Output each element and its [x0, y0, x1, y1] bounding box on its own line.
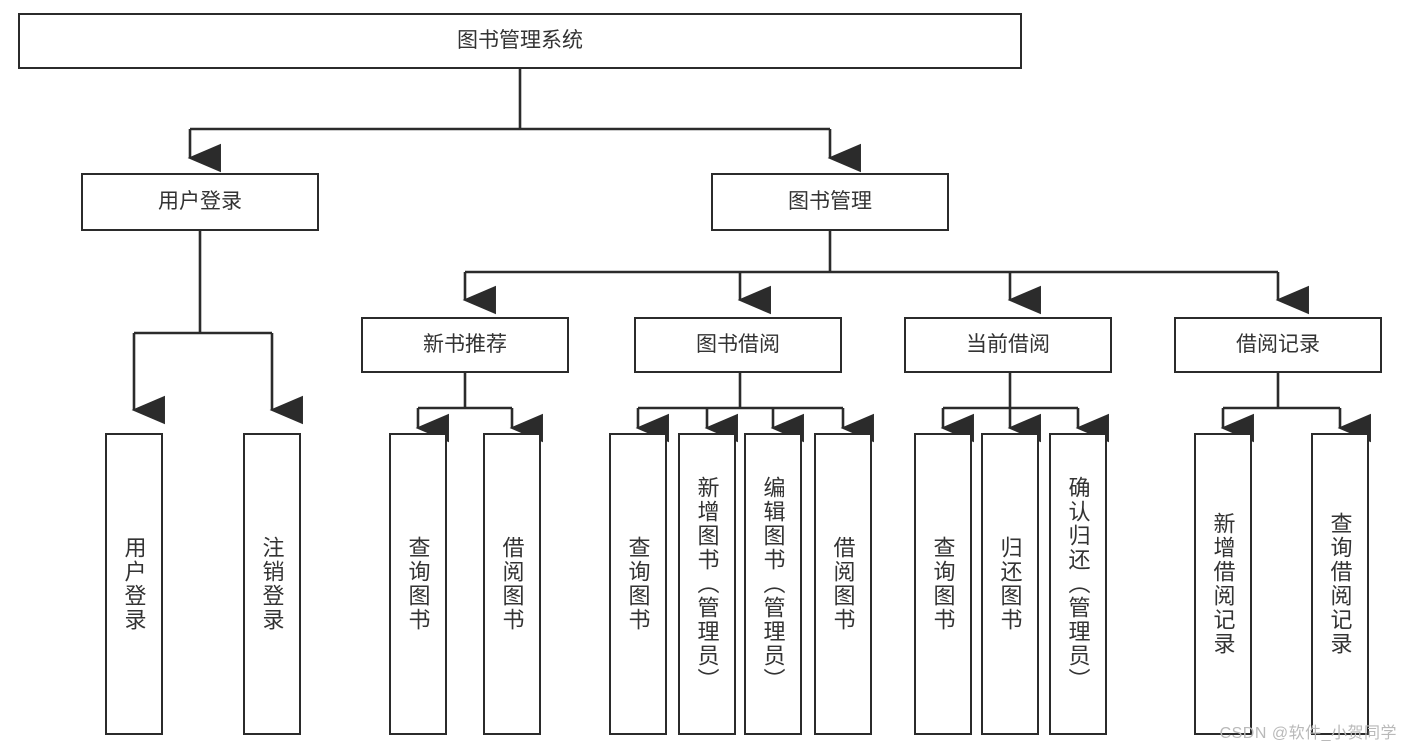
node-root-system[interactable]: 图书管理系统 — [18, 13, 1022, 69]
node-label: 图书管理系统 — [457, 28, 583, 52]
node-label: 借阅图书 — [830, 536, 856, 632]
node-label: 查询图书 — [930, 536, 956, 632]
node-label: 新增借阅记录 — [1210, 512, 1236, 656]
leaf-logout[interactable]: 注销登录 — [243, 433, 301, 735]
node-label: 图书借阅 — [696, 332, 780, 356]
node-label: 用户登录 — [121, 536, 147, 632]
csdn-watermark: CSDN @软件_小贺同学 — [1219, 725, 1397, 742]
node-label: 当前借阅 — [966, 332, 1050, 356]
leaf-query-book-borrow[interactable]: 查询图书 — [609, 433, 667, 735]
node-label: 新增图书（管理员） — [694, 476, 720, 692]
leaf-add-borrow-record[interactable]: 新增借阅记录 — [1194, 433, 1252, 735]
node-label: 编辑图书（管理员） — [760, 476, 786, 692]
node-label: 查询图书 — [405, 536, 431, 632]
node-label: 用户登录 — [158, 189, 242, 213]
node-label: 借阅图书 — [499, 536, 525, 632]
leaf-query-book-recommend[interactable]: 查询图书 — [389, 433, 447, 735]
node-label: 归还图书 — [997, 536, 1023, 632]
leaf-edit-book-admin[interactable]: 编辑图书（管理员） — [744, 433, 802, 735]
leaf-return-book[interactable]: 归还图书 — [981, 433, 1039, 735]
node-new-book-recommend[interactable]: 新书推荐 — [361, 317, 569, 373]
leaf-add-book-admin[interactable]: 新增图书（管理员） — [678, 433, 736, 735]
leaf-query-borrow-record[interactable]: 查询借阅记录 — [1311, 433, 1369, 735]
node-label: 查询图书 — [625, 536, 651, 632]
leaf-user-login[interactable]: 用户登录 — [105, 433, 163, 735]
node-label: 注销登录 — [259, 536, 285, 632]
node-label: 查询借阅记录 — [1327, 512, 1353, 656]
node-user-login[interactable]: 用户登录 — [81, 173, 319, 231]
node-label: 图书管理 — [788, 189, 872, 213]
node-current-borrow[interactable]: 当前借阅 — [904, 317, 1112, 373]
node-book-borrow[interactable]: 图书借阅 — [634, 317, 842, 373]
leaf-borrow-book-recommend[interactable]: 借阅图书 — [483, 433, 541, 735]
node-book-management[interactable]: 图书管理 — [711, 173, 949, 231]
leaf-confirm-return-admin[interactable]: 确认归还（管理员） — [1049, 433, 1107, 735]
node-label: 借阅记录 — [1236, 332, 1320, 356]
node-borrow-record[interactable]: 借阅记录 — [1174, 317, 1382, 373]
node-label: 确认归还（管理员） — [1065, 476, 1091, 692]
leaf-query-book-current[interactable]: 查询图书 — [914, 433, 972, 735]
leaf-borrow-book[interactable]: 借阅图书 — [814, 433, 872, 735]
node-label: 新书推荐 — [423, 332, 507, 356]
